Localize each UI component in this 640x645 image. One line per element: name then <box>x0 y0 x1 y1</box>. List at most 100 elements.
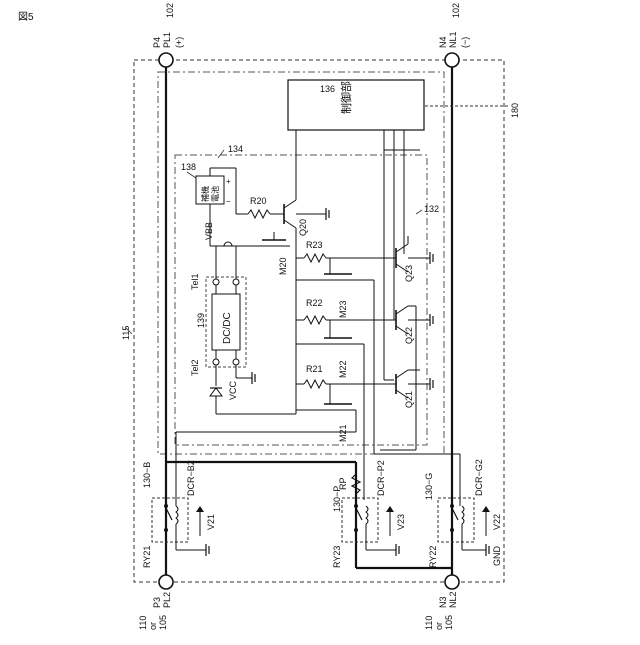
label-group-vcc: VCC <box>228 380 238 400</box>
label-group-p3: P3 PL2 <box>152 592 172 608</box>
label-nl2: NL2 <box>448 591 458 608</box>
relay-g-node-a <box>450 504 454 508</box>
label-group-dcrg2: DCR−G2 <box>474 459 484 496</box>
v22-arrowhead <box>482 506 490 512</box>
wire-crossover <box>224 242 232 246</box>
terminal-p3 <box>159 575 173 589</box>
relay-p-node-a <box>354 504 358 508</box>
label-group-180: 180 <box>510 103 520 118</box>
relay-b-node-a <box>164 504 168 508</box>
label-group-ry23: RY23 <box>332 546 342 568</box>
diode-d11 <box>210 388 222 396</box>
relay-unit-g <box>438 498 474 542</box>
label-group-q21: Q21 <box>404 391 414 408</box>
q21-collector <box>396 370 408 378</box>
resistor-r22 <box>304 316 326 324</box>
leader-132 <box>416 210 422 214</box>
tel1-node-a <box>213 279 219 285</box>
figure-label: 図5 <box>18 11 34 23</box>
label-q22: Q22 <box>404 327 414 344</box>
label-dcrp2: DCR−P2 <box>376 460 386 496</box>
label-ry22: RY22 <box>428 546 438 568</box>
label-group-dcrb2: DCR−B2 <box>186 460 196 496</box>
label-v22: V22 <box>492 514 502 530</box>
terminal-p4 <box>159 53 173 67</box>
label-m23: M23 <box>338 300 348 318</box>
label-r21: R21 <box>306 364 323 374</box>
label-group-m20: M20 <box>278 257 288 275</box>
relay-unit-p <box>342 498 378 542</box>
label-group-110-left: 110 or 105 <box>138 615 168 630</box>
q23-collector <box>396 244 408 252</box>
label-group-gnd: GND <box>492 546 502 567</box>
label-group-m22: M22 <box>338 360 348 378</box>
label-ry23: RY23 <box>332 546 342 568</box>
label-group-m23: M23 <box>338 300 348 318</box>
label-vcc: VCC <box>228 380 238 400</box>
label-m21: M21 <box>338 424 348 442</box>
relay-g-node-b <box>450 528 454 532</box>
label-dcrg2: DCR−G2 <box>474 459 484 496</box>
label-q20: Q20 <box>298 219 308 236</box>
label-group-dcrp2: DCR−P2 <box>376 460 386 496</box>
resistor-r20 <box>248 210 270 218</box>
leader-134 <box>218 150 224 158</box>
label-group-p4: P4 PL1 <box>152 32 172 48</box>
label-r23: R23 <box>306 240 323 250</box>
v23-arrowhead <box>386 506 394 512</box>
label-180: 180 <box>510 103 520 118</box>
label-q23: Q23 <box>404 265 414 282</box>
resistor-r23 <box>304 254 326 262</box>
terminal-n4 <box>445 53 459 67</box>
label-132: 132 <box>424 204 439 214</box>
label-r20: R20 <box>250 196 267 206</box>
label-n4: N4 <box>438 36 448 48</box>
relay-b-node-b <box>164 528 168 532</box>
label-p3: P3 <box>152 597 162 608</box>
relay-b-coil <box>176 506 178 524</box>
label-group-102-right: 102 <box>451 3 461 18</box>
label-r22: R22 <box>306 298 323 308</box>
label-134: 134 <box>228 144 243 154</box>
label-v21: V21 <box>206 514 216 530</box>
label-group-tel2: Tel2 <box>190 359 200 376</box>
battery-minus: − <box>226 197 231 206</box>
q20-collector <box>284 200 296 208</box>
label-group-q20: Q20 <box>298 219 308 236</box>
battery-plus: + <box>226 177 231 186</box>
label-group-139: 139 <box>196 313 206 328</box>
label-n3: N3 <box>438 596 448 608</box>
label-group-nl1-sign: (−) <box>460 37 470 48</box>
label-tel1: Tel1 <box>190 273 200 290</box>
label-group-q22: Q22 <box>404 327 414 344</box>
relay-p-node-b <box>354 528 358 532</box>
controller-block <box>288 80 424 130</box>
label-130g: 130−G <box>424 473 434 500</box>
label-v23: V23 <box>396 514 406 530</box>
label-group-130b: 130−B <box>142 462 152 488</box>
label-group-n4: N4 NL1 <box>438 31 458 48</box>
label-nl1-sign: (−) <box>460 37 470 48</box>
label-110-left: 110 <box>138 616 148 630</box>
relay-p-coil <box>366 506 368 524</box>
label-group-v23: V23 <box>396 514 406 530</box>
label-q21: Q21 <box>404 391 414 408</box>
label-group-vbb: VBB <box>204 222 214 240</box>
label-ry21: RY21 <box>142 546 152 568</box>
label-105-right: 105 <box>444 615 454 630</box>
label-group-controller: 制御部 <box>339 81 353 114</box>
dcdc-label: DC/DC <box>222 312 233 344</box>
label-102-right: 102 <box>451 3 461 18</box>
label-group-110-right: 110 or 105 <box>424 615 454 630</box>
label-130b: 130−B <box>142 462 152 488</box>
controller-label: 制御部 <box>339 81 353 114</box>
label-group-q23: Q23 <box>404 265 414 282</box>
label-group-115: 115 <box>121 326 131 340</box>
outer-box-115 <box>134 60 504 582</box>
resistor-r21 <box>304 380 326 388</box>
label-110-right: 110 <box>424 616 434 630</box>
terminal-n3 <box>445 575 459 589</box>
label-pl1-sign: (+) <box>174 37 184 48</box>
label-p4: P4 <box>152 37 162 48</box>
